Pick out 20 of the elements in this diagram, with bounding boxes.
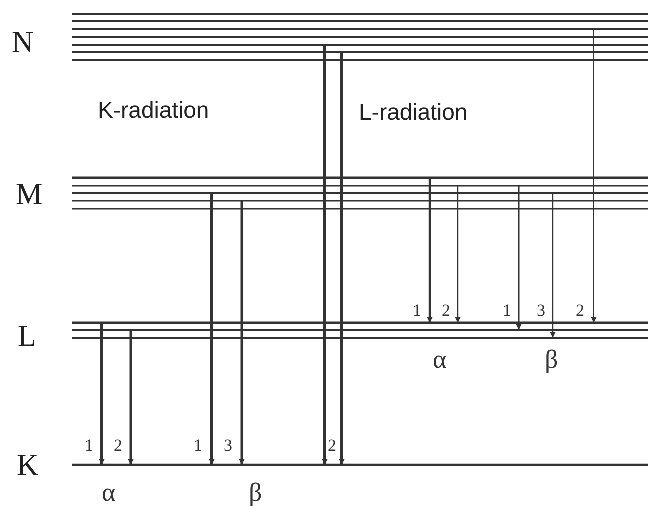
shell-label: M bbox=[16, 180, 43, 210]
transition-number: 2 bbox=[575, 302, 586, 319]
transition-number: 1 bbox=[412, 302, 422, 319]
transition-number: 1 bbox=[502, 302, 512, 319]
transition-number: 3 bbox=[223, 437, 234, 454]
series-label: α bbox=[433, 346, 447, 374]
transition-number: 1 bbox=[84, 437, 94, 454]
transition-number: 1 bbox=[193, 437, 204, 454]
region-label: L-radiation bbox=[359, 99, 468, 125]
region-label: K-radiation bbox=[98, 97, 210, 123]
series-label: β bbox=[545, 346, 558, 374]
transition-number: 3 bbox=[536, 302, 546, 319]
shell-label: L bbox=[18, 322, 36, 352]
series-label: α bbox=[102, 479, 116, 507]
shell-label: K bbox=[17, 451, 39, 481]
transition-number: 2 bbox=[327, 437, 338, 454]
transition-number: 2 bbox=[441, 302, 452, 319]
series-label: β bbox=[249, 479, 262, 507]
shell-label: N bbox=[12, 28, 34, 58]
transition-number: 2 bbox=[113, 437, 124, 454]
